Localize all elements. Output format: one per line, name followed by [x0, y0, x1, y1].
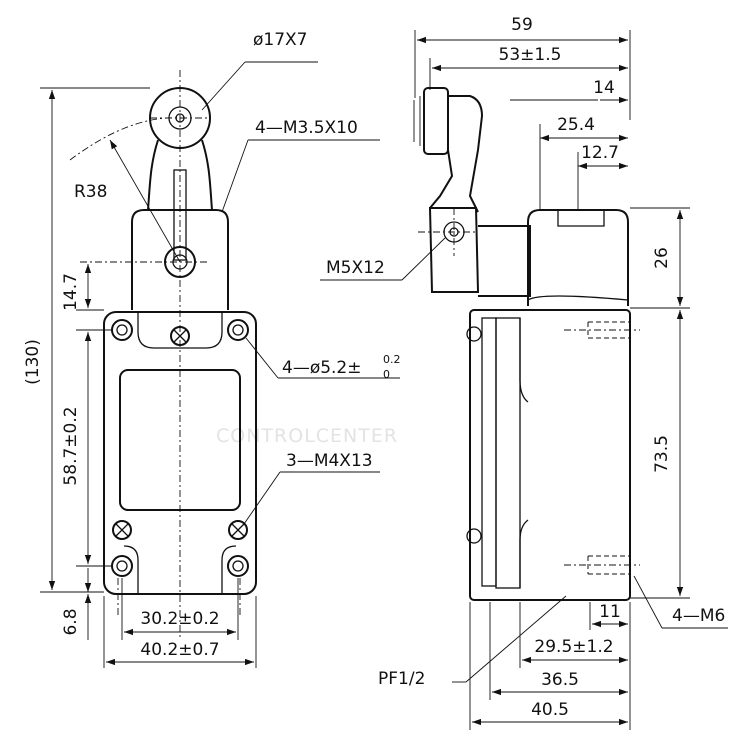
mount-holes-tol-lower: 0 — [383, 368, 390, 381]
lever-screws-label: 4—M3.5X10 — [255, 118, 358, 138]
watermark: CONTROLCENTER — [216, 425, 398, 447]
dim-29-5-label: 29.5±1.2 — [534, 637, 613, 657]
lever-bolt-label: M5X12 — [326, 258, 385, 278]
dim-26-label: 26 — [652, 247, 672, 269]
front-view — [40, 61, 400, 668]
cover-screws-label: 3—M4X13 — [286, 451, 373, 471]
body-width-label: 40.2±0.7 — [140, 640, 219, 660]
lever-arm — [147, 139, 213, 211]
side-body — [469, 309, 631, 601]
radius-label: R38 — [74, 182, 107, 202]
dim-14-7-label: 14.7 — [61, 273, 81, 311]
dim-11-label: 11 — [599, 602, 621, 622]
dim-12-7-label: 12.7 — [581, 143, 619, 163]
dim-58-7-label: 58.7±0.2 — [61, 406, 81, 485]
hole-pitch-label: 30.2±0.2 — [140, 609, 219, 629]
dim-14-label: 14 — [593, 78, 615, 98]
overall-height-label: (130) — [23, 339, 43, 385]
dim-40-5-label: 40.5 — [531, 700, 569, 720]
mount-holes-label: 4—ø5.2± — [282, 358, 362, 378]
roller-size-label: ø17X7 — [253, 30, 308, 50]
side-lever — [429, 95, 484, 213]
mount-holes-tol-upper: 0.2 — [383, 353, 401, 366]
dim-53-label: 53±1.5 — [499, 45, 562, 65]
side-view — [320, 30, 728, 730]
side-roller — [423, 87, 449, 155]
dim-73-5-label: 73.5 — [652, 435, 672, 473]
mount-hole-icon — [111, 319, 249, 577]
dim-36-5-label: 36.5 — [541, 670, 579, 690]
dim-59-label: 59 — [511, 15, 533, 35]
dim-25-4-label: 25.4 — [557, 115, 595, 135]
side-lever-hub — [428, 207, 480, 293]
conduit-label: PF1/2 — [378, 669, 425, 689]
side-head — [527, 209, 629, 306]
dim-6-8-label: 6.8 — [61, 608, 81, 635]
mount-thread-label: 4—M6 — [672, 606, 725, 626]
